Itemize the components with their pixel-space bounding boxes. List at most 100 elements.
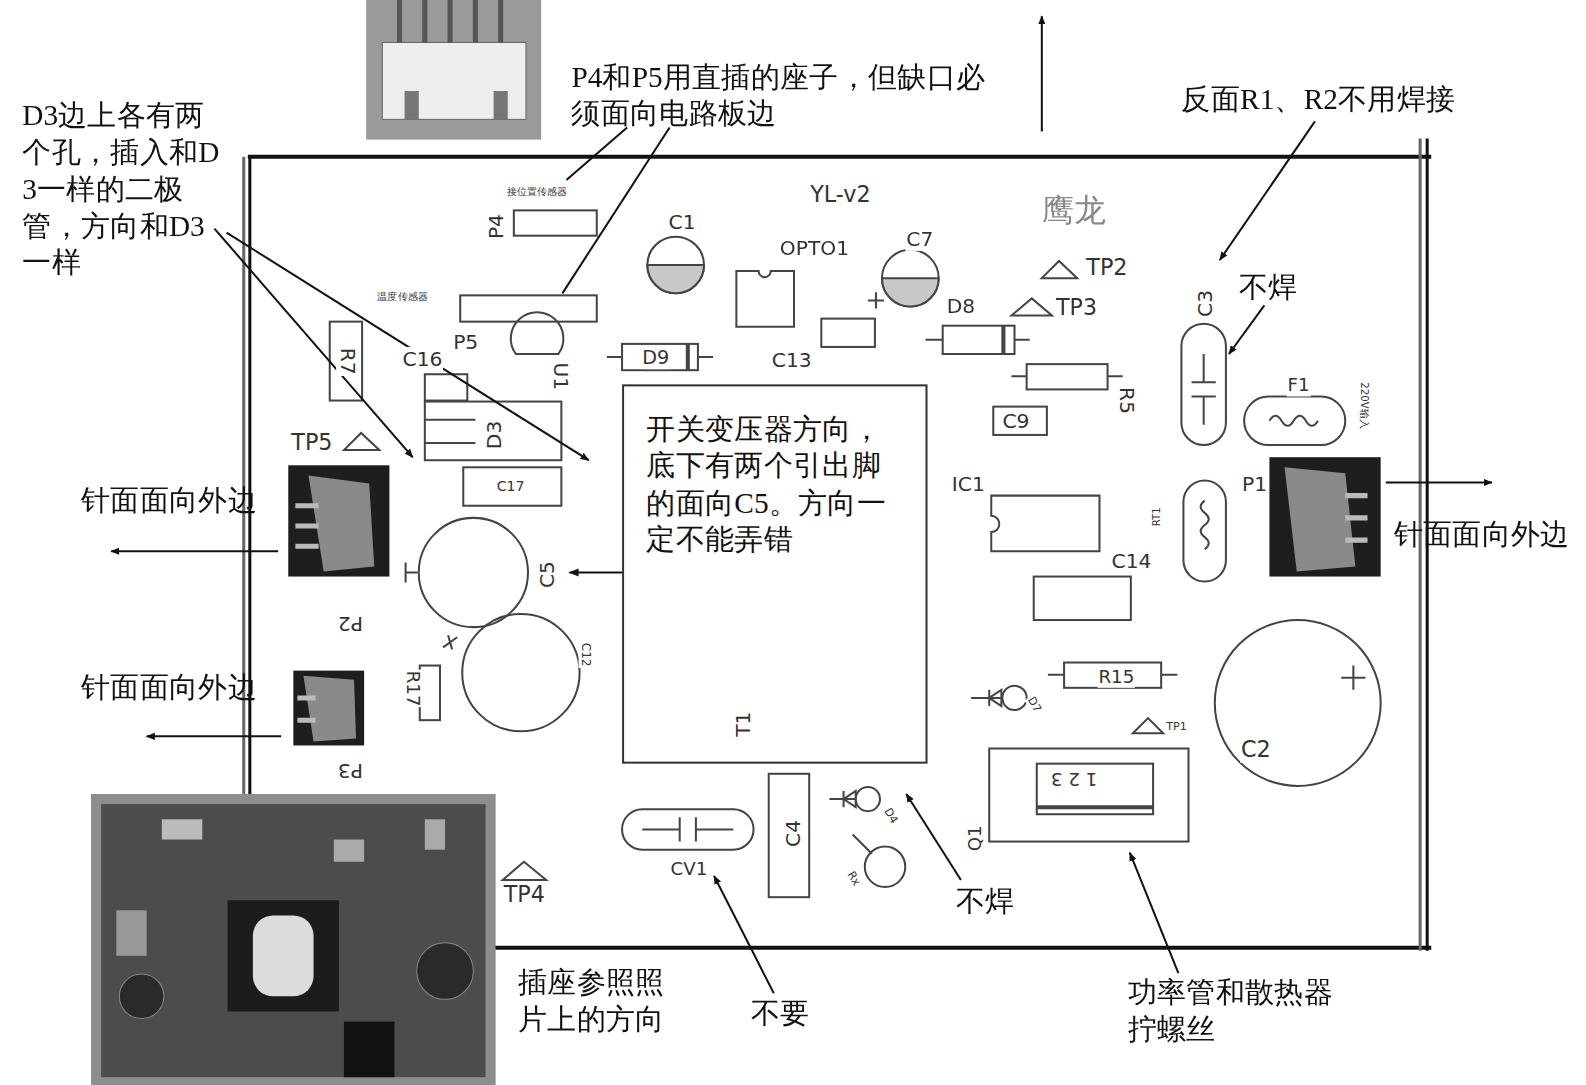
pcb-drawing <box>868 292 884 308</box>
pcb-drawing <box>1345 496 1367 541</box>
pcb-drawing <box>1181 324 1226 445</box>
part-label: Rx <box>844 868 864 889</box>
pcb-drawing <box>622 344 698 370</box>
annotation-note: 不要 <box>751 994 810 1031</box>
part-label: U1 <box>549 361 573 391</box>
part-label: Q1 <box>964 824 986 852</box>
part-label: F1 <box>1287 374 1311 396</box>
pcb-drawing <box>993 407 1047 435</box>
connector-photo <box>366 0 541 140</box>
pcb-drawing <box>906 794 961 880</box>
pcb-drawing <box>1341 666 1365 690</box>
pcb-drawing <box>91 794 496 1085</box>
part-label: D4 <box>881 805 901 827</box>
annotation-note: 插座参照照片上的方向 <box>518 964 680 1037</box>
pcb-drawing <box>119 974 164 1019</box>
part-label: C2 <box>1240 736 1272 763</box>
pcb-drawing <box>344 1022 395 1078</box>
pcb-drawing <box>147 735 282 737</box>
part-label: OPTO1 <box>779 236 850 260</box>
pcb-drawing <box>101 804 485 1077</box>
part-label: 温度传感器 <box>376 291 429 303</box>
pcb-drawing <box>882 250 939 307</box>
annotation-note: 不焊 <box>956 883 1015 920</box>
pcb-drawing <box>1220 121 1315 260</box>
part-label: R7 <box>336 347 360 376</box>
part-label: TP3 <box>1055 294 1098 321</box>
pcb-drawing <box>116 910 146 956</box>
annotation-note: 功率管和散热器拧螺丝 <box>1128 974 1351 1047</box>
pcb-drawing <box>494 91 508 119</box>
pcb-drawing <box>821 319 875 347</box>
pcb-drawing <box>686 344 690 370</box>
pcb-drawing <box>856 787 880 811</box>
part-label: C16 <box>402 347 444 371</box>
pcb-drawing <box>425 819 445 849</box>
pcb-drawing <box>463 467 561 505</box>
part-label: 220V输入 <box>1358 381 1370 429</box>
pcb-drawing <box>248 155 1431 159</box>
pcb-drawing <box>1386 481 1492 483</box>
annotation-note: 反面R1、R2不用焊接 <box>1181 81 1455 118</box>
part-label: P4 <box>484 213 508 240</box>
pcb-drawing <box>295 506 318 546</box>
pcb-drawing <box>425 374 467 400</box>
board-photo <box>91 794 496 1085</box>
part-label: TP4 <box>503 882 546 909</box>
pcb-drawing <box>228 900 339 1011</box>
annotation-note: D3边上各有两个孔，插入和D3一样的二极管，方向和D3一样 <box>22 97 222 280</box>
pcb-drawing <box>943 326 1015 354</box>
part-label: D3 <box>482 420 506 450</box>
pcb-drawing <box>460 295 597 321</box>
capacitor-circle: C5 <box>418 516 570 629</box>
pcb-drawing <box>1201 501 1209 550</box>
pcb-drawing <box>162 819 202 839</box>
pcb-drawing <box>1192 354 1216 425</box>
pcb-drawing <box>297 698 315 720</box>
part-label: R5 <box>1115 386 1139 415</box>
pcb-drawing <box>1002 686 1026 710</box>
polarity-mark <box>406 562 418 582</box>
pcb-drawing <box>991 496 1099 552</box>
part-label: P2 <box>337 612 364 636</box>
pcb-drawing <box>1269 416 1318 426</box>
pcb-drawing <box>926 339 1030 341</box>
pcb-drawing <box>1011 298 1051 315</box>
pcb-drawing <box>622 809 753 849</box>
part-label: R15 <box>1097 666 1135 688</box>
pcb-drawing <box>882 278 939 306</box>
pcb-drawing <box>425 420 476 443</box>
part-label: 1 2 3 <box>1050 769 1098 791</box>
pcb-drawing <box>334 840 364 862</box>
pcb-drawing <box>647 265 704 293</box>
part-label: YL-v2 <box>809 182 871 209</box>
pcb-drawing <box>227 233 589 461</box>
pcb-drawing <box>642 817 733 841</box>
part-label: T1 <box>731 711 755 738</box>
part-label: C12 <box>578 642 593 668</box>
pcb-drawing <box>1130 853 1179 973</box>
pcb-drawing <box>1034 577 1131 620</box>
pointer-arrow <box>569 571 622 573</box>
pcb-drawing <box>303 676 356 742</box>
pcb-drawing <box>1285 467 1356 571</box>
pcb-drawing <box>111 550 278 552</box>
pcb-drawing <box>647 237 704 294</box>
leader-lines <box>111 16 1492 993</box>
part-label: 鹰龙 <box>1042 190 1107 229</box>
part-label: P1 <box>1241 471 1268 495</box>
pcb-drawing <box>366 0 541 140</box>
pcb-drawing <box>293 671 364 746</box>
pcb-drawing <box>1001 326 1005 354</box>
transformer-box: 开关变压器方向，底下有两个引出脚的面向C5。方向一定不能弄错T1 <box>622 384 927 763</box>
pcb-drawing <box>511 312 564 354</box>
pcb-drawing <box>417 943 474 1000</box>
part-label: P5 <box>452 330 479 354</box>
pcb-drawing <box>989 748 1188 841</box>
part-label: C1 <box>668 209 697 233</box>
annotation-note: 针面面向外边 <box>81 669 257 706</box>
pcb-drawing <box>566 127 627 180</box>
part-label: C14 <box>1111 549 1153 573</box>
part-label: C7 <box>905 227 934 251</box>
pcb-drawing <box>1042 261 1077 278</box>
